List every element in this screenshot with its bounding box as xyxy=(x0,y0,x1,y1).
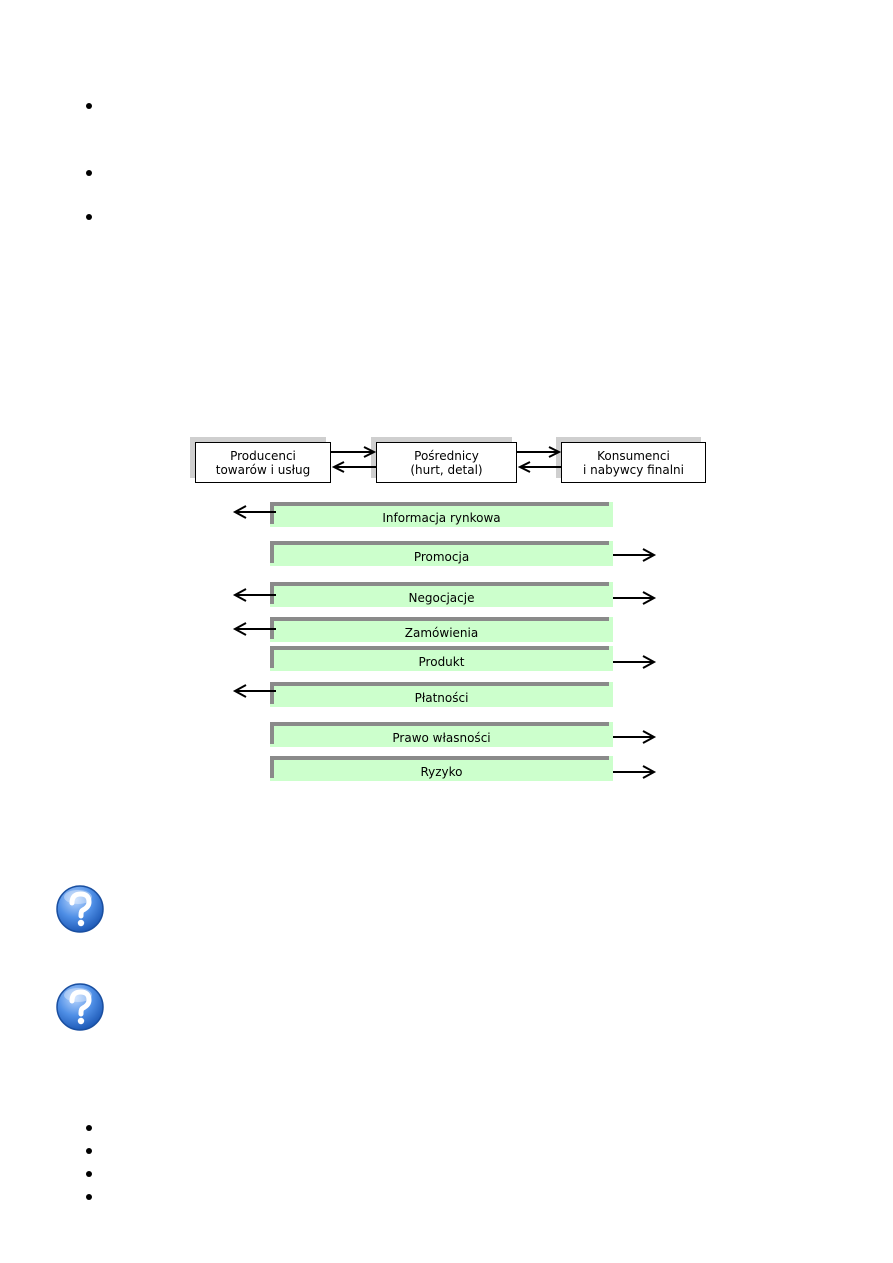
list-bullet xyxy=(86,214,92,220)
list-bullet xyxy=(86,1194,92,1200)
flow-label: Płatności xyxy=(414,691,469,705)
node-producers-line-1: Producenci xyxy=(230,448,296,463)
connector-producers-to-intermediaries xyxy=(331,446,377,458)
arrow-right-icon xyxy=(613,765,657,779)
flow-label: Prawo własności xyxy=(392,731,491,745)
flow-label: Informacja rynkowa xyxy=(382,511,501,525)
connector-intermediaries-to-consumers xyxy=(517,446,562,458)
arrow-right-icon xyxy=(613,730,657,744)
node-consumers-line-1: Konsumenci xyxy=(597,448,670,463)
node-intermediaries-line-1: Pośrednicy xyxy=(414,448,479,463)
arrow-right-icon xyxy=(613,548,657,562)
connector-consumers-to-intermediaries xyxy=(517,461,562,473)
flow-bar: Negocjacje xyxy=(270,582,613,607)
node-consumers-line-2: i nabywcy finalni xyxy=(583,462,684,477)
arrow-right-icon xyxy=(613,591,657,605)
flow-label: Ryzyko xyxy=(420,765,463,779)
flow-bar: Informacja rynkowa xyxy=(270,502,613,527)
list-bullet xyxy=(86,1171,92,1177)
help-icon xyxy=(56,983,104,1031)
node-producers: Producenci towarów i usług xyxy=(195,442,331,483)
flow-bar: Produkt xyxy=(270,646,613,671)
node-producers-line-2: towarów i usług xyxy=(215,462,311,477)
flow-bar: Płatności xyxy=(270,682,613,707)
flow-bar: Ryzyko xyxy=(270,756,613,781)
list-bullet xyxy=(86,1125,92,1131)
help-icon xyxy=(56,885,104,933)
flow-bar: Promocja xyxy=(270,541,613,566)
flow-label: Produkt xyxy=(418,655,465,669)
flow-label: Promocja xyxy=(413,550,470,564)
arrow-left-icon xyxy=(232,684,276,698)
arrow-left-icon xyxy=(232,505,276,519)
flow-label: Negocjacje xyxy=(408,591,475,605)
flow-bar: Zamówienia xyxy=(270,617,613,642)
node-intermediaries: Pośrednicy (hurt, detal) xyxy=(376,442,517,483)
node-intermediaries-line-2: (hurt, detal) xyxy=(410,462,483,477)
list-bullet xyxy=(86,1148,92,1154)
connector-intermediaries-to-producers xyxy=(331,461,377,473)
flow-bar: Prawo własności xyxy=(270,722,613,747)
arrow-left-icon xyxy=(232,588,276,602)
node-consumers: Konsumenci i nabywcy finalni xyxy=(561,442,706,483)
list-bullet xyxy=(86,170,92,176)
flow-label: Zamówienia xyxy=(404,626,479,640)
list-bullet xyxy=(86,103,92,109)
arrow-right-icon xyxy=(613,655,657,669)
arrow-left-icon xyxy=(232,622,276,636)
